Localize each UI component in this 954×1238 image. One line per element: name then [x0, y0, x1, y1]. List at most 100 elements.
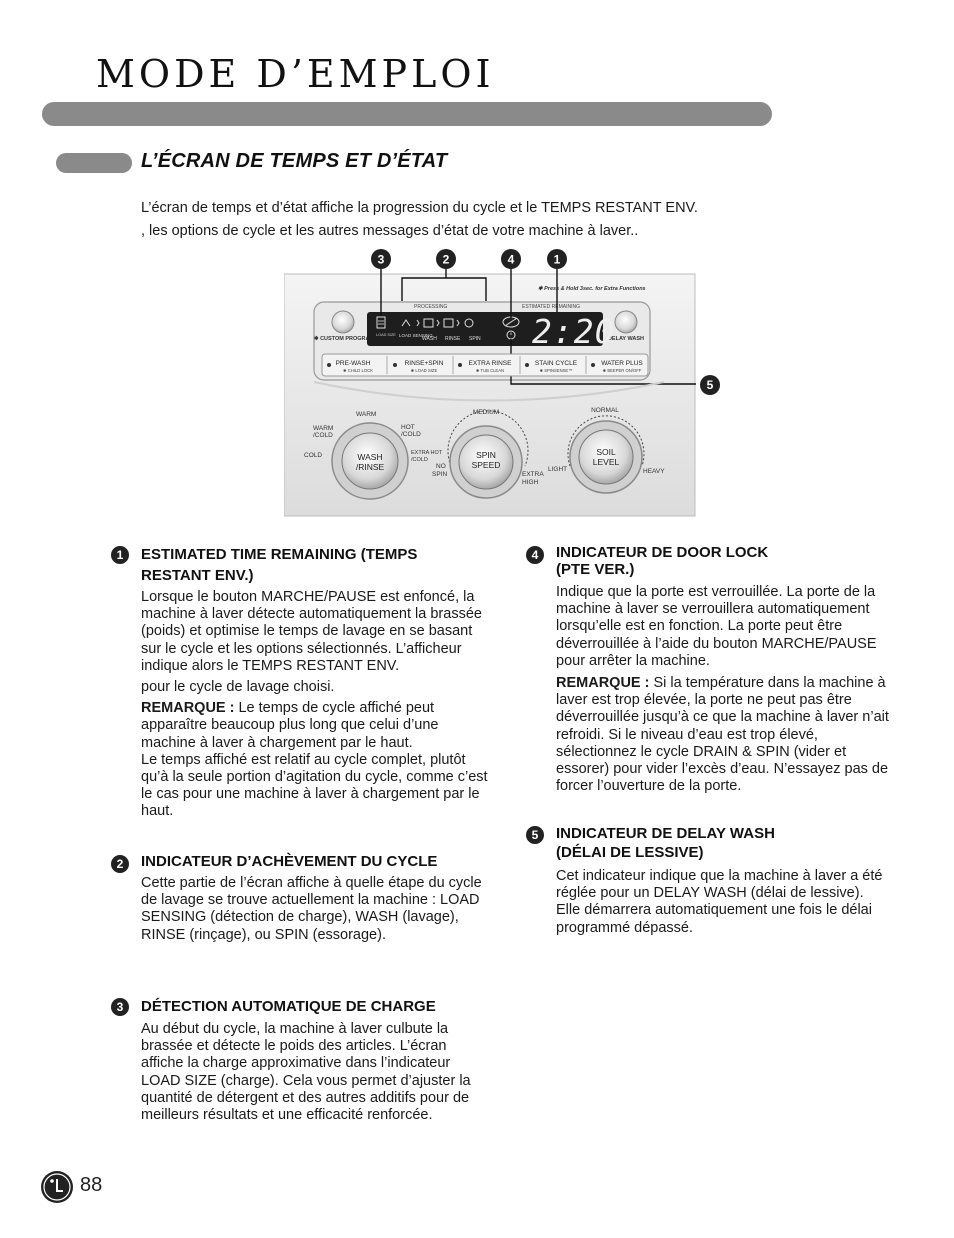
custom-program-label: ✱ CUSTOM PROGRAM — [314, 335, 375, 342]
label-extra-hot-2: /COLD — [411, 457, 428, 463]
label-warm-cold-1: WARM — [313, 425, 333, 432]
label-light: LIGHT — [548, 466, 567, 473]
option-label-water-plus: WATER PLUS — [601, 360, 643, 367]
press-hold-note: ✱ Press & Hold 3sec. for Extra Functions — [538, 285, 646, 292]
callout-3: 3 — [371, 249, 391, 269]
wash-rinse-knob-label-1: WASH — [357, 452, 382, 462]
item-4-body: Indique que la porte est verrouillée. La… — [556, 584, 898, 799]
callout-3-label: 3 — [378, 253, 385, 267]
label-heavy: HEAVY — [643, 468, 665, 475]
item-5-body: Cet indicateur indique que la machine à … — [556, 868, 883, 936]
item-5-title-line-1: INDICATEUR DE DELAY WASH — [556, 825, 775, 842]
item-1-body: Lorsque le bouton MARCHE/PAUSE est enfon… — [141, 589, 493, 825]
load-size-label: LOAD SIZE — [376, 333, 396, 337]
item-1-note-label: REMARQUE : — [141, 700, 235, 717]
label-hot-cold-2: /COLD — [401, 431, 421, 438]
wash-rinse-knob-label-2: /RINSE — [356, 462, 385, 472]
label-normal: NORMAL — [591, 407, 619, 414]
option-button-water-plus[interactable]: WATER PLUS ✱ BEEPER ON/OFF — [591, 360, 643, 373]
option-sub-rinse-spin: ✱ LOAD SIZE — [411, 368, 438, 373]
label-no-spin-2: SPIN — [432, 471, 447, 478]
item-3-body: Au début du cycle, la machine à laver cu… — [141, 1021, 471, 1124]
item-2-number: 2 — [111, 855, 129, 873]
label-cold: COLD — [304, 452, 322, 459]
option-button-extra-rinse[interactable]: EXTRA RINSE ✱ TUB CLEAN — [458, 360, 512, 373]
item-1-number: 1 — [111, 546, 129, 564]
option-button-prewash[interactable]: PRE-WASH ✱ CHILD LOCK — [327, 360, 373, 373]
item-4-note-label: REMARQUE : — [556, 675, 650, 692]
label-extra-high-2: HIGH — [522, 479, 539, 486]
option-buttons-row — [321, 353, 649, 377]
spin-speed-knob-label-1: SPIN — [476, 450, 496, 460]
wash-rinse-knob[interactable] — [341, 432, 399, 490]
label-no-spin-1: NO — [436, 463, 446, 470]
item-1-title: ESTIMATED TIME REMAINING (TEMPS RESTANT … — [141, 546, 418, 584]
callout-4: 4 — [501, 249, 521, 269]
spin-icon — [464, 318, 474, 328]
callout-1: 1 — [547, 249, 567, 269]
item-2-title: INDICATEUR D’ACHÈVEMENT DU CYCLE — [141, 853, 438, 870]
item-4-title-line-2: (PTE VER.) — [556, 561, 635, 578]
lcd-screen — [367, 312, 603, 346]
spin-speed-knob[interactable] — [458, 434, 514, 490]
option-label-extra-rinse: EXTRA RINSE — [469, 360, 513, 367]
option-sub-stain-cycle: ✱ SPINSENSE™ — [540, 368, 573, 373]
option-label-rinse-spin: RINSE+SPIN — [405, 360, 444, 367]
lg-logo-icon: LG — [40, 1170, 73, 1203]
wash-icon — [423, 318, 434, 328]
spin-speed-knob-label-2: SPEED — [472, 460, 501, 470]
intro-line-2: , les options de cycle et les autres mes… — [141, 223, 639, 239]
callout-1-label: 1 — [554, 253, 561, 267]
soil-level-knob-label-2: LEVEL — [593, 457, 620, 467]
wash-label: WASH — [422, 336, 437, 342]
option-button-stain-cycle[interactable]: STAIN CYCLE ✱ SPINSENSE™ — [525, 360, 578, 373]
item-5-number: 5 — [526, 826, 544, 844]
estimated-remaining-label: ESTIMATED REMAINING — [522, 304, 580, 310]
custom-program-button[interactable] — [331, 310, 355, 334]
item-1-paragraph-2: pour le cycle de lavage choisi. — [141, 679, 335, 696]
page-number: 88 — [80, 1174, 103, 1196]
option-sub-water-plus: ✱ BEEPER ON/OFF — [603, 368, 642, 373]
item-3-number: 3 — [111, 998, 129, 1016]
item-4-note: REMARQUE : Si la température dans la mac… — [556, 675, 898, 795]
label-hot-cold-1: HOT — [401, 424, 415, 431]
delay-wash-button[interactable] — [614, 310, 638, 334]
callout-5-badge: 5 — [700, 375, 720, 395]
soil-level-knob[interactable] — [578, 429, 634, 485]
item-1-paragraph-3: Le temps affiché est relatif au cycle co… — [141, 751, 488, 820]
rinse-icon — [443, 318, 454, 328]
load-sensing-label: LOAD SENSING — [399, 333, 433, 338]
soil-level-knob-label-1: SOIL — [596, 447, 616, 457]
item-4-number: 4 — [526, 546, 544, 564]
item-2-body: Cette partie de l’écran affiche à quelle… — [141, 875, 482, 943]
page-title: MODE D’EMPLOI — [96, 52, 495, 96]
item-4-note-text: Si la température dans la machine à lave… — [556, 675, 889, 795]
load-size-icon — [376, 316, 386, 329]
item-5-title-line-2: (DÉLAI DE LESSIVE) — [556, 844, 704, 861]
intro-line-1: L’écran de temps et d’état affiche la pr… — [141, 200, 698, 216]
option-label-prewash: PRE-WASH — [336, 360, 371, 367]
time-remaining-display: 2:20 — [532, 312, 615, 351]
item-1-note: REMARQUE : Le temps de cycle affiché peu… — [141, 700, 493, 752]
item-1-note-text: Le temps de cycle affiché peut apparaîtr… — [141, 700, 439, 751]
section-title: L’ÉCRAN DE TEMPS ET D’ÉTAT — [141, 150, 448, 172]
option-button-rinse-spin[interactable]: RINSE+SPIN ✱ LOAD SIZE — [393, 360, 444, 373]
control-panel-diagram: 3 2 4 1 ✱ Press & Hold 3sec. for Extra F… — [284, 249, 696, 517]
delay-wash-label: DELAY WASH — [608, 336, 644, 342]
label-extra-hot-1: EXTRA HOT — [411, 450, 443, 456]
title-bar — [42, 102, 772, 126]
label-warm: WARM — [356, 411, 376, 418]
label-extra-high-1: EXTRA — [522, 471, 544, 478]
lg-logo-text: LG — [40, 1170, 42, 1171]
section-pill — [56, 153, 132, 173]
option-label-stain-cycle: STAIN CYCLE — [535, 360, 578, 367]
cycle-stage-icons — [401, 318, 474, 328]
callout-4-label: 4 — [508, 253, 515, 267]
item-4-paragraph-1: Indique que la porte est verrouillée. La… — [556, 584, 877, 669]
label-warm-cold-2: /COLD — [313, 432, 333, 439]
label-medium: MEDIUM — [473, 409, 499, 416]
item-1-paragraph-1: Lorsque le bouton MARCHE/PAUSE est enfon… — [141, 589, 482, 674]
spin-label: SPIN — [469, 336, 481, 342]
callout-2: 2 — [436, 249, 456, 269]
processing-label: PROCESSING — [414, 304, 447, 310]
